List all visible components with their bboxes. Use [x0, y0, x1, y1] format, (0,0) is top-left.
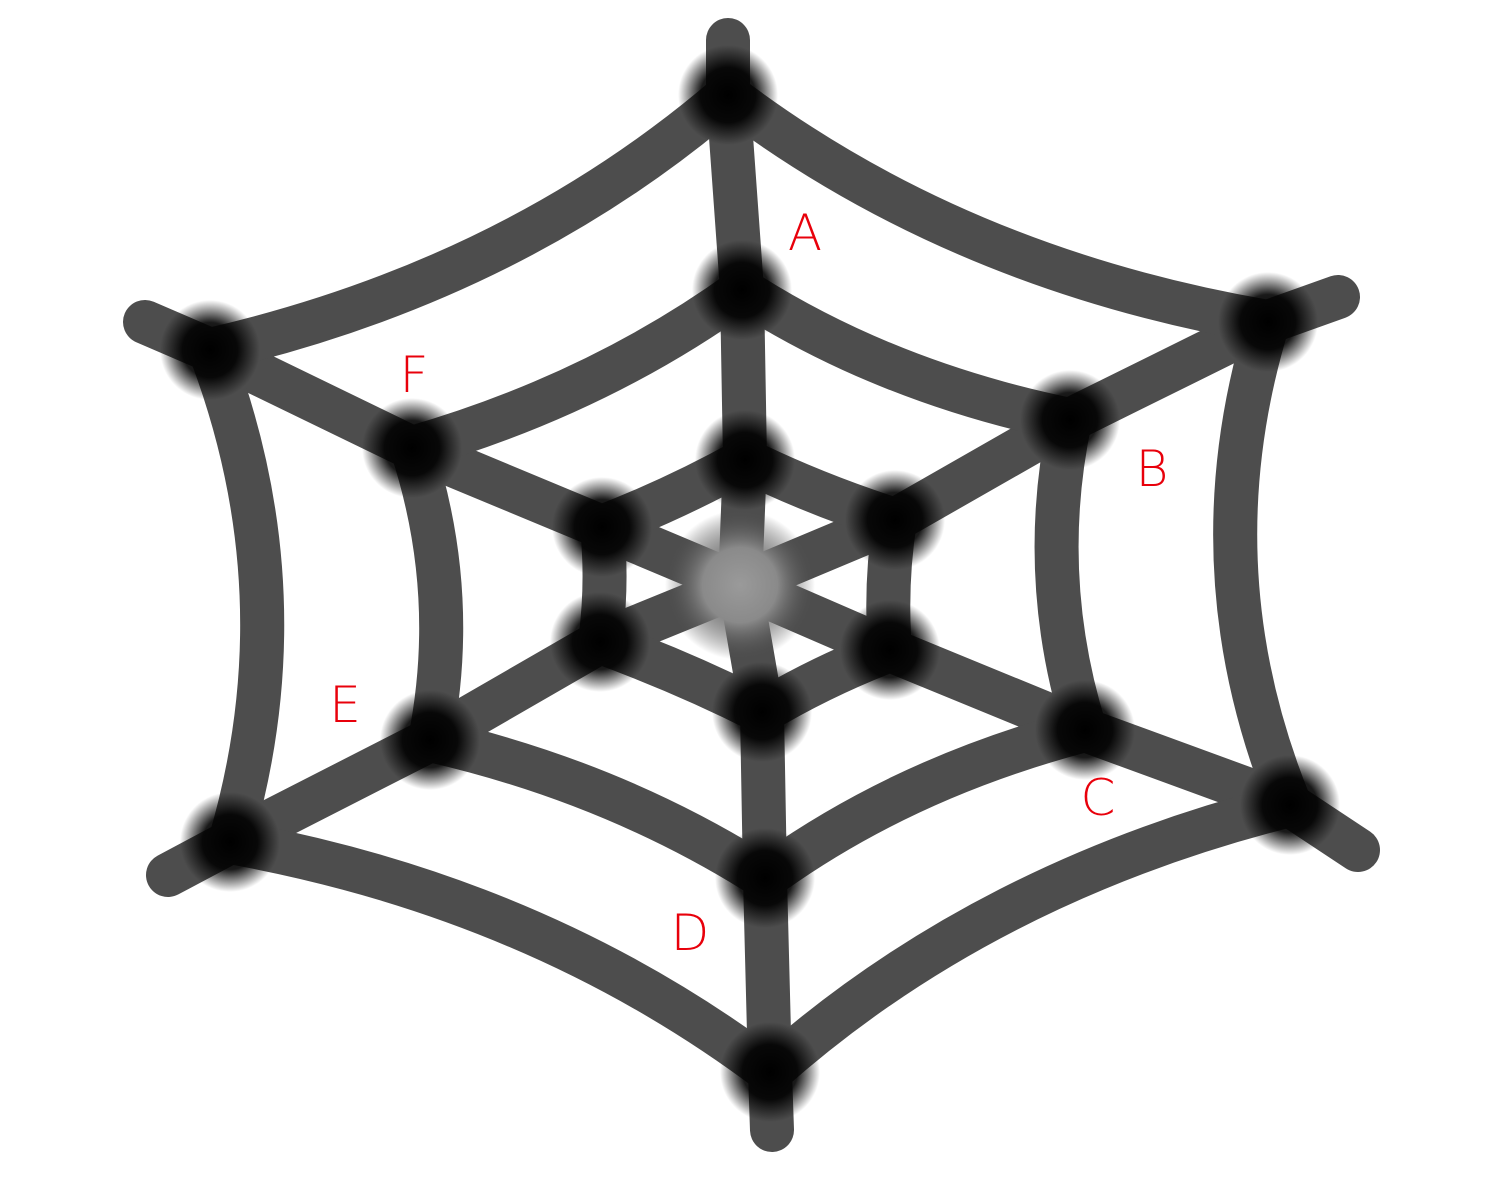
region-label-a: A	[788, 204, 822, 262]
web-junction	[550, 592, 650, 692]
web-junction	[1218, 272, 1318, 372]
web-junction	[552, 477, 652, 577]
web-junctions	[160, 45, 1340, 1122]
web-junction	[695, 410, 795, 510]
web-junction	[362, 398, 462, 498]
web-junction	[1020, 370, 1120, 470]
web-junction	[720, 1022, 820, 1122]
web-hub	[665, 510, 815, 660]
web-junction	[678, 45, 778, 145]
web-junction	[712, 662, 812, 762]
web-junction	[715, 828, 815, 928]
web-center-hub	[665, 510, 815, 660]
region-label-c: C	[1081, 769, 1116, 827]
region-labels: A B C D E F	[329, 204, 1168, 962]
web-junction	[1035, 680, 1135, 780]
web-junction	[160, 300, 260, 400]
region-label-e: E	[329, 676, 361, 734]
web-junction	[1240, 755, 1340, 855]
region-label-b: B	[1136, 440, 1169, 498]
web-junction	[180, 792, 280, 892]
web-junction	[840, 600, 940, 700]
web-junction	[845, 470, 945, 570]
region-label-d: D	[671, 904, 710, 962]
web-junction	[380, 690, 480, 790]
region-label-f: F	[400, 346, 429, 404]
web-junction	[692, 240, 792, 340]
